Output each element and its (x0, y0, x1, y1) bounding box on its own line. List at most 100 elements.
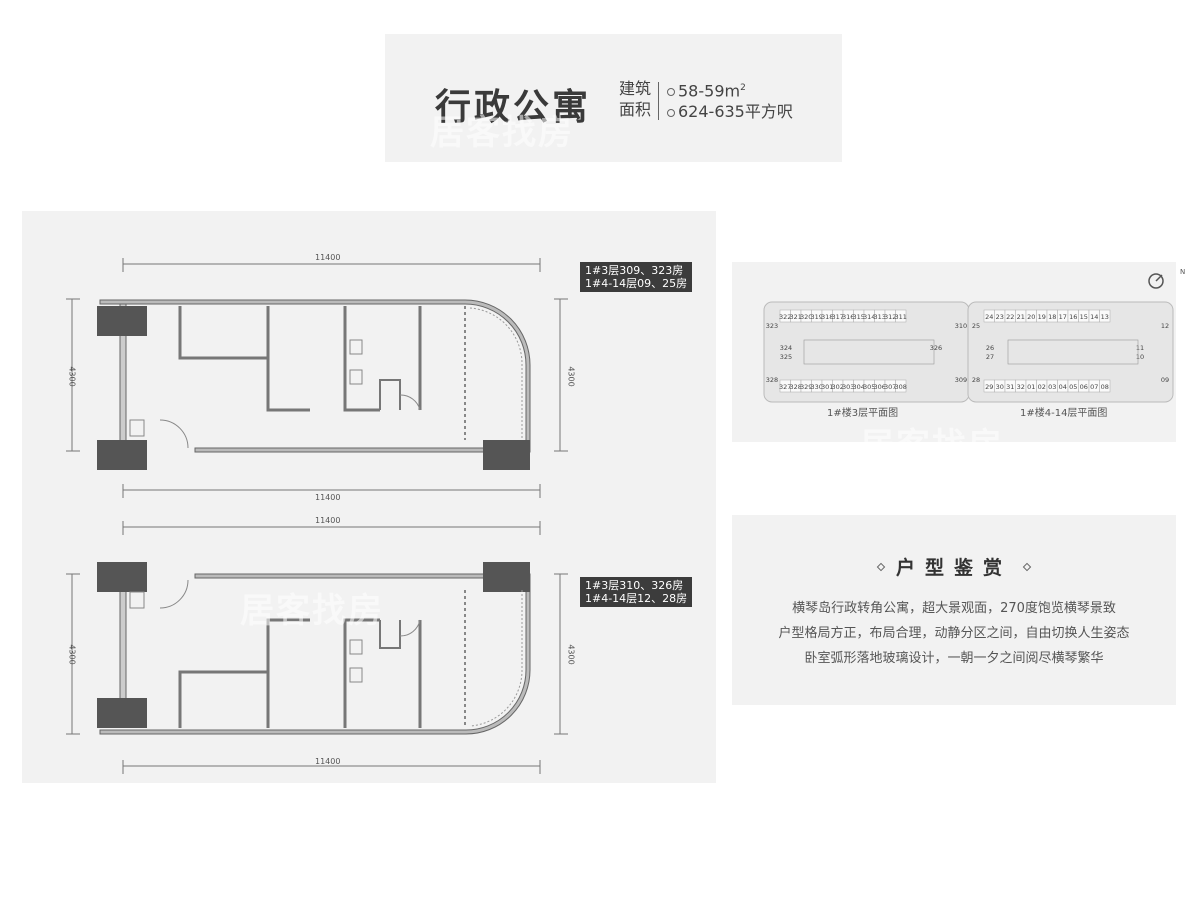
description-line-1: 横琴岛行政转角公寓，超大景观面，270度饱览横琴景致 (792, 601, 1116, 616)
dim-left-plan2: 4300 (67, 644, 77, 665)
keymap-unit-label: 305 (863, 383, 875, 391)
keymap-unit-label: 32 (1017, 383, 1025, 391)
bullet-icon (667, 88, 675, 97)
keymap-unit-label: 09 (1161, 376, 1169, 384)
keymap-unit-label: 323 (766, 322, 778, 330)
keymap-unit-label: 324 (780, 344, 792, 352)
description-line-2: 户型格局方正，布局合理，动静分区之间，自由切换人生姿态 (778, 626, 1130, 641)
keymap-unit-label: 313 (874, 313, 886, 321)
diamond-icon (876, 562, 886, 571)
keymap-unit-label: 321 (790, 313, 802, 321)
dim-bottom-plan2: 11400 (315, 757, 341, 766)
keymap-unit-label: 306 (874, 383, 886, 391)
keymap-unit (1099, 379, 1111, 393)
keymap-unit-label: 328 (766, 376, 778, 384)
keymap-unit-label: 21 (1017, 313, 1025, 321)
keymap-unit-label: 329 (800, 383, 812, 391)
keymap-unit-label: 10 (1136, 353, 1144, 361)
keymap-unit-label: 304 (853, 383, 865, 391)
area-sqft: 624-635平方呎 (667, 101, 793, 122)
area-label-line2: 面积 (619, 100, 652, 119)
floor-plan-top (66, 258, 568, 498)
bullet-icon (667, 109, 675, 118)
keymap-unit-label: 15 (1080, 313, 1088, 321)
description-heading: 户型鉴赏 (895, 557, 1012, 579)
keymap-unit-label: 326 (930, 344, 942, 352)
title-box: 行政公寓 建筑 面积 58-59m2 624-635平方呎 (385, 34, 842, 162)
floor-plan-bottom (66, 521, 568, 774)
keymap-left-caption: 1#楼3层平面图 (827, 408, 899, 419)
keymap-unit-label: 319 (811, 313, 823, 321)
keymap-unit-label: 02 (1038, 383, 1046, 391)
keymap-unit (1099, 309, 1111, 323)
area-label-line1: 建筑 (619, 79, 652, 98)
keymap-unit-label: 302 (832, 383, 844, 391)
keymap-unit-label: 05 (1069, 383, 1077, 391)
area-values: 58-59m2 624-635平方呎 (667, 78, 793, 122)
keymap-unit-label: 13 (1101, 313, 1109, 321)
keymap-unit-label: 12 (1161, 322, 1169, 330)
area-sqm: 58-59m2 (667, 78, 793, 101)
keymap-unit-label: 317 (832, 313, 844, 321)
keymap-unit-label: 06 (1080, 383, 1088, 391)
keymap-unit-label: 14 (1090, 313, 1098, 321)
keymap-unit-label: 04 (1059, 383, 1067, 391)
keymap-unit-label: 307 (884, 383, 896, 391)
keymap-unit-label: 28 (972, 376, 980, 384)
keymap-unit-label: 320 (800, 313, 812, 321)
keymap-unit-label: 315 (853, 313, 865, 321)
dim-right-plan1: 4300 (566, 366, 576, 387)
room-label-bottom: 1#3层310、326房 1#4-14层12、28房 (580, 577, 693, 607)
keymap-unit-label: 08 (1101, 383, 1109, 391)
keymap-unit-label: 30 (996, 383, 1004, 391)
keymap-unit-label: 308 (895, 383, 907, 391)
room-label-top: 1#3层309、323房 1#4-14层09、25房 (580, 262, 693, 292)
keymap-unit-label: 301 (821, 383, 833, 391)
description-panel: 户型鉴赏 横琴岛行政转角公寓，超大景观面，270度饱览横琴景致 户型格局方正，布… (732, 515, 1176, 705)
keymap-left: 3223213203193183173163153143133123113273… (766, 309, 967, 393)
keymap-unit-label: 328 (790, 383, 802, 391)
keymap-unit-label: 312 (884, 313, 896, 321)
dim-left-plan1: 4300 (67, 366, 77, 387)
keymap-unit-label: 322 (779, 313, 791, 321)
dim-top-plan2: 11400 (315, 516, 341, 525)
diamond-icon (1022, 562, 1032, 571)
keymap-unit-label: 316 (842, 313, 854, 321)
keymap-core (1007, 339, 1139, 365)
dim-bottom-plan1: 11400 (315, 493, 341, 502)
keymap-core (803, 339, 935, 365)
keymap-unit-label: 25 (972, 322, 980, 330)
keymap-unit (895, 309, 907, 323)
keymap-unit-label: 24 (985, 313, 993, 321)
dim-top-plan1: 11400 (315, 253, 341, 262)
page-title: 行政公寓 (435, 87, 592, 128)
keymap-unit-label: 309 (955, 376, 967, 384)
keymap-unit-label: 19 (1038, 313, 1046, 321)
keymap-unit-label: 325 (780, 353, 792, 361)
keymap-drawing: 3223213203193183173163153143133123113273… (763, 273, 1174, 403)
description-heading-row: 户型鉴赏 (732, 553, 1176, 580)
keymap-unit-label: 20 (1027, 313, 1035, 321)
keymap-unit-label: 303 (842, 383, 854, 391)
keymap-unit-label: 27 (986, 353, 994, 361)
keymap-unit-label: 29 (985, 383, 993, 391)
title-divider (658, 82, 659, 120)
keymap-unit-label: 01 (1027, 383, 1035, 391)
keymap-unit-label: 16 (1069, 313, 1077, 321)
keymap-unit-label: 330 (811, 383, 823, 391)
keymap-unit-label: 18 (1048, 313, 1056, 321)
keymap-unit (895, 379, 907, 393)
keymap-right-caption: 1#楼4-14层平面图 (1020, 408, 1108, 419)
keymap-unit-label: 31 (1006, 383, 1014, 391)
description-line-3: 卧室弧形落地玻璃设计，一朝一夕之间阅尽横琴繁华 (804, 651, 1104, 666)
keymap-unit-label: 310 (955, 322, 967, 330)
keymap-unit-label: 23 (996, 313, 1004, 321)
keymap-unit-label: 07 (1090, 383, 1098, 391)
keymap-unit-label: 311 (895, 313, 907, 321)
compass-label: N (1180, 268, 1186, 276)
keymap-unit-label: 22 (1006, 313, 1014, 321)
keymap-unit-label: 17 (1059, 313, 1067, 321)
